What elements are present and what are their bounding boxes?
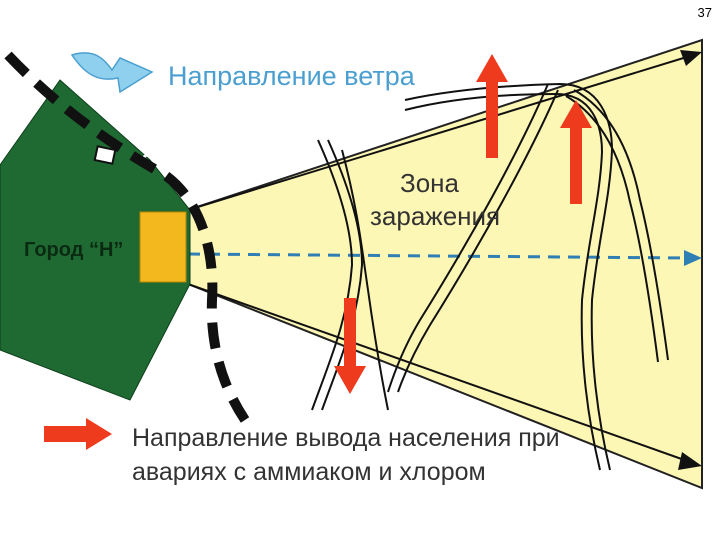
road-left-c [341,149,389,411]
city-label: Город “Н” [24,239,123,261]
wind-direction-label: Направление ветра [168,61,416,91]
zone-upper-boundary [187,55,691,211]
city-roads [139,130,187,170]
zone-upper-arrowhead [680,50,702,66]
road-branch-b [565,95,659,363]
roads [311,82,669,471]
road-diagonal-b [397,89,559,393]
road-diagonal-a [387,83,549,393]
road-left-a [311,139,354,411]
evacuation-arrow-up-2 [560,100,592,204]
road-branch-a [573,89,669,361]
evacuation-legend-line2: авариях с аммиаком и хлором [132,458,486,486]
zone-lower-arrowhead [678,452,702,470]
evacuation-arrow-down [334,298,366,394]
evacuation-arrow-up-1 [476,54,508,158]
road-right-b [404,92,604,471]
evacuation-legend-line1: Направление вывода населения при [132,424,560,452]
wind-arrow-icon [70,52,154,94]
legend-evacuation-arrow-icon [44,418,112,450]
page-number: 37 [697,5,712,20]
contamination-zone [187,38,703,490]
zone-label-line2: заражения [370,201,500,231]
city-building [93,145,117,165]
wind-axis-arrowhead [684,250,702,266]
danger-boundary [4,51,250,423]
accident-source [139,211,187,283]
zone-label-line1: Зона [400,168,460,198]
road-right-a [404,82,614,471]
wind-axis-line [187,252,691,260]
zone-lower-boundary [187,283,691,463]
